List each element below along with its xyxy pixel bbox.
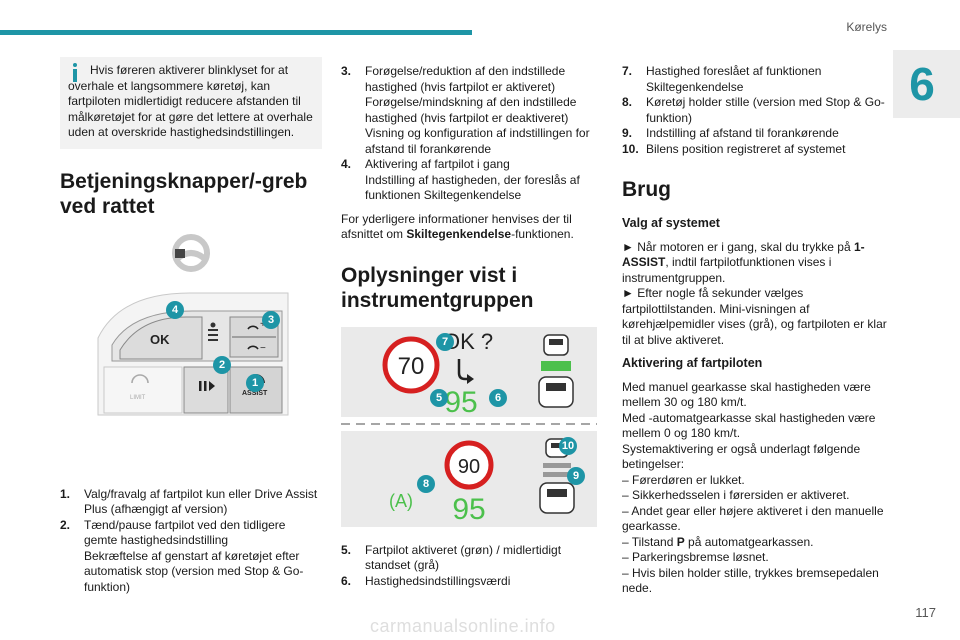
list-item: – Sikkerhedsselen i førersiden er aktive… — [622, 488, 850, 502]
callout-badge-1: 1 — [246, 373, 264, 392]
section-heading-instrument-display: Oplysninger vist i instrumentgruppen — [341, 263, 534, 312]
callout-badge-7: 7 — [436, 332, 454, 351]
speed-sign-current: 90 — [444, 440, 494, 489]
speed-sign-suggested: 70 — [382, 336, 440, 393]
own-car-icon — [539, 481, 575, 514]
list-item: 6.Hastighedsindstillingsværdi — [341, 573, 511, 588]
paragraph: Systemaktivering er også underlagt følge… — [622, 441, 861, 472]
list-item: 7.Hastighed foreslået af funktionen Skil… — [622, 64, 822, 94]
page-number: 117 — [915, 605, 936, 620]
info-text: Hvis føreren aktiverer blinklyset for at… — [68, 63, 313, 139]
list-item: 5.Fartpilot aktiveret (grøn) / midlertid… — [341, 542, 562, 573]
list-item: 10.Bilens position registreret af system… — [622, 141, 846, 156]
list-item: – Hvis bilen holder stille, trykkes brem… — [622, 565, 879, 596]
svg-text:70: 70 — [398, 353, 425, 380]
info-box: Hvis føreren aktiverer blinklyset for at… — [60, 57, 322, 149]
section-heading-controls: Betjeningsknapper/-greb ved rattet — [60, 169, 308, 218]
callout-badge-8: 8 — [417, 474, 435, 493]
instrument-display-figure: 70 OK ? 95 90 95 (A) — [341, 326, 597, 527]
reference-paragraph: For yderligere informationer henvises de… — [341, 211, 574, 242]
list-item: – Førerdøren er lukket. — [622, 472, 745, 487]
callout-badge-9: 9 — [567, 466, 585, 485]
list-item: – Andet gear eller højere aktiveret i de… — [622, 503, 884, 534]
callout-badge-10: 10 — [559, 436, 577, 455]
speed-limit-icon: LIMIT — [130, 373, 149, 401]
pause-resume-icon — [199, 380, 215, 391]
set-speed-standstill: 95 — [452, 493, 485, 526]
arrow-icon — [457, 358, 469, 380]
vehicle-hold-icon: (A) — [389, 491, 413, 511]
callout-badge-2: 2 — [213, 355, 231, 374]
column-1: Hvis føreren aktiverer blinklyset for at… — [60, 57, 322, 595]
subheading-activation: Aktivering af fartpiloten — [622, 356, 763, 370]
own-car-icon — [538, 375, 574, 408]
list-item: 4.Aktivering af fartpilot i gang — [341, 157, 510, 171]
steering-controls-illustration: OK + − LIMIT — [97, 233, 289, 415]
chapter-number: 6 — [909, 58, 935, 110]
callout-badge-4: 4 — [166, 300, 184, 319]
paragraph: ► Efter nogle få sekunder vælges fartpil… — [622, 286, 887, 347]
callout-badge-6: 6 — [489, 388, 507, 407]
list-item: – Tilstand P på automatgearkassen. — [622, 534, 814, 549]
svg-text:90: 90 — [458, 456, 480, 478]
distance-bar-active — [541, 360, 571, 371]
set-speed-active: 95 — [444, 386, 477, 419]
column-2: 3.Forøgelse/reduktion af den indstillede… — [341, 64, 601, 589]
ok-label: OK — [150, 332, 170, 347]
subheading-system-selection: Valg af systemet — [622, 216, 720, 230]
callout-badge-3: 3 — [262, 310, 280, 329]
controls-list: 1.Valg/fravalg af fartpilot kun eller Dr… — [60, 487, 322, 596]
list-item: 1.Valg/fravalg af fartpilot kun eller Dr… — [60, 486, 318, 517]
list-item: 2.Tænd/pause fartpilot ved den tidligere… — [60, 517, 286, 548]
list-item: 3.Forøgelse/reduktion af den indstillede… — [341, 64, 566, 94]
list-item: – Parkeringsbremse løsnet. — [622, 550, 769, 564]
distance-setting-icon — [208, 322, 218, 341]
instrument-display-illustration: 70 OK ? 95 90 95 (A) — [341, 326, 597, 527]
chapter-tab: 6 — [893, 50, 960, 118]
list-item: 9.Indstilling af afstand til forankørend… — [622, 126, 839, 140]
callout-badge-5: 5 — [430, 388, 448, 407]
speed-down-icon: − — [247, 343, 266, 354]
paragraph: Med -automatgearkasse skal hastigheden v… — [622, 410, 876, 441]
list-item: Forøgelse/mindskning af den indstillede … — [365, 95, 577, 125]
list-item: 8.Køretøj holder stille (version med Sto… — [622, 95, 885, 125]
display-list-continued: 7.Hastighed foreslået af funktionen Skil… — [622, 64, 887, 157]
list-item: Indstilling af hastigheden, der foreslås… — [365, 172, 580, 203]
distance-bar — [543, 462, 571, 468]
steering-wheel-icon — [172, 233, 210, 272]
paragraph: Med manuel gearkasse skal hastigheden væ… — [622, 379, 871, 410]
list-item: Bekræftelse af genstart af køretøjet eft… — [84, 548, 304, 594]
display-list: 5.Fartpilot aktiveret (grøn) / midlertid… — [341, 543, 601, 590]
steering-controls-figure: OK + − LIMIT — [60, 233, 322, 473]
car-ahead-icon — [543, 333, 569, 356]
list-item: Visning og konfiguration af indstillinge… — [365, 126, 590, 156]
controls-list-continued: 3.Forøgelse/reduktion af den indstillede… — [341, 64, 601, 204]
column-3: 7.Hastighed foreslået af funktionen Skil… — [622, 64, 887, 597]
header-accent-bar — [0, 30, 472, 35]
svg-text:ASSIST: ASSIST — [242, 390, 268, 397]
paragraph: ► Når motoren er i gang, skal du trykke … — [622, 239, 865, 285]
svg-text:−: − — [260, 343, 266, 354]
watermark: carmanualsonline.info — [370, 616, 556, 636]
chapter-title: Kørelys — [846, 20, 887, 34]
section-heading-usage: Brug — [622, 178, 671, 201]
conditions-list: – Førerdøren er lukket. – Sikkerhedssele… — [622, 473, 887, 597]
svg-text:LIMIT: LIMIT — [130, 395, 146, 401]
info-icon — [68, 63, 82, 83]
